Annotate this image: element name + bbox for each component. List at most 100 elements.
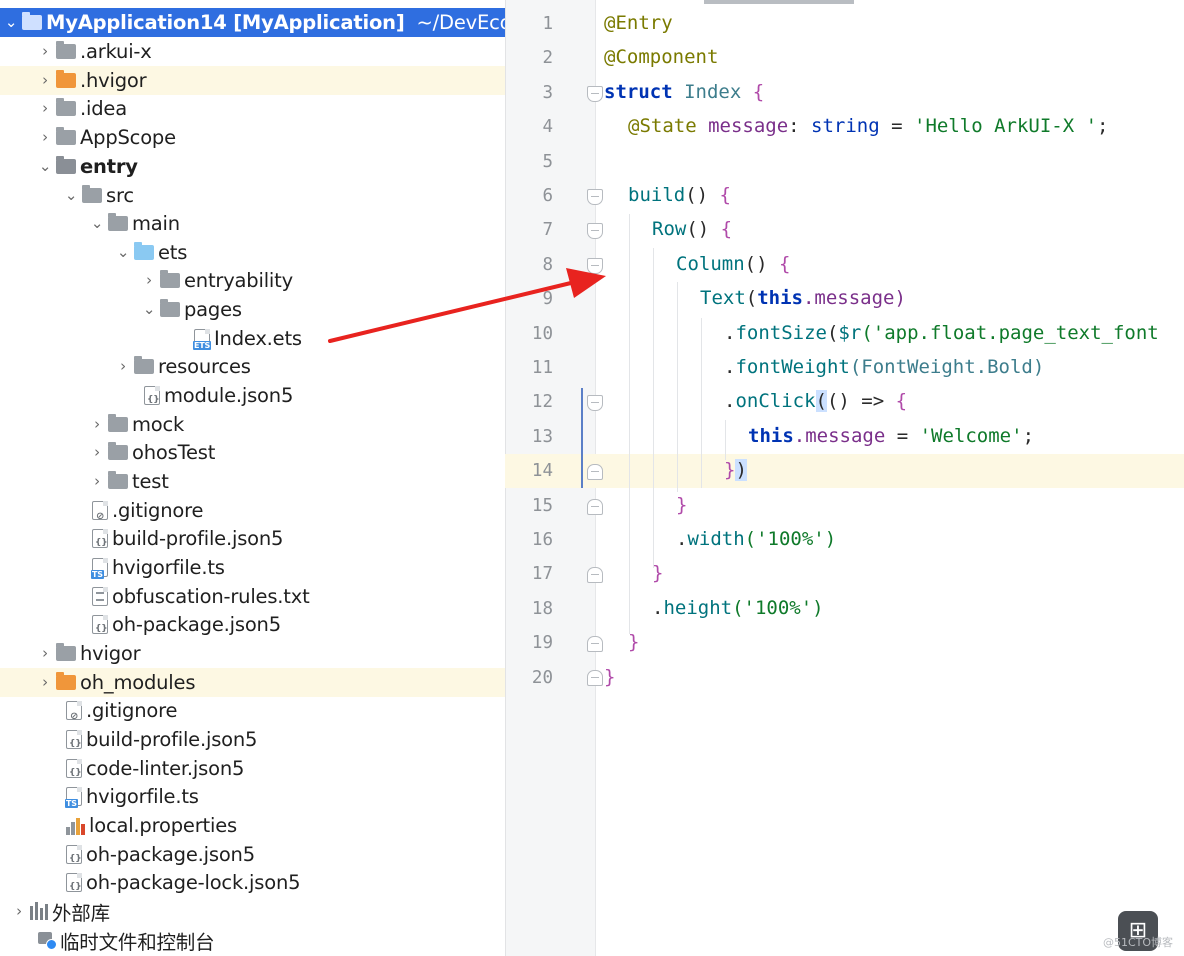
tree-item-entry[interactable]: ⌄ entry (0, 152, 505, 181)
grid-icon: ⊞ (1128, 918, 1148, 943)
chevron-right-icon[interactable]: › (42, 673, 48, 692)
json-file-icon: {} (92, 614, 108, 634)
fold-end-icon[interactable] (587, 464, 603, 480)
library-icon (30, 902, 48, 921)
tree-item-arkui-x[interactable]: › .arkui-x (0, 37, 505, 66)
code-editor[interactable]: 1 2 3 4 5 6 7 8 9 10 11 12 13 14 15 16 1… (505, 0, 1184, 956)
tree-item-hvigor-hidden[interactable]: › .hvigor (0, 66, 505, 95)
fold-start-icon[interactable] (587, 395, 603, 411)
chevron-right-icon[interactable]: › (42, 644, 48, 663)
line-number: 5 (542, 152, 553, 172)
tree-item-main[interactable]: ⌄ main (0, 209, 505, 238)
line-number: 13 (531, 427, 553, 447)
code-line-13: this.message = 'Welcome'; (748, 425, 1035, 447)
fold-start-icon[interactable] (587, 189, 603, 205)
chevron-right-icon[interactable]: › (42, 71, 48, 90)
chevron-right-icon[interactable]: › (146, 271, 152, 290)
tree-item-entry-oh-package[interactable]: {} oh-package.json5 (0, 610, 505, 639)
fold-end-icon[interactable] (587, 567, 603, 583)
folder-icon (56, 97, 76, 116)
chevron-right-icon[interactable]: › (120, 357, 126, 376)
tree-item-test[interactable]: › test (0, 467, 505, 496)
tree-item-entryability[interactable]: › entryability (0, 266, 505, 295)
ts-file-icon: TS (91, 557, 108, 579)
fold-end-icon[interactable] (587, 670, 603, 686)
chevron-right-icon[interactable]: › (16, 902, 22, 921)
tree-item-oh-modules[interactable]: › oh_modules (0, 668, 505, 697)
tree-item-code-linter[interactable]: {} code-linter.json5 (0, 754, 505, 783)
folder-icon (160, 298, 180, 317)
line-number: 11 (531, 358, 553, 378)
tree-item-module-json5[interactable]: {} module.json5 (0, 381, 505, 410)
text-file-icon (92, 586, 108, 606)
code-line-18: .height('100%') (652, 597, 824, 619)
ets-file-icon: ETS (193, 328, 212, 350)
code-line-20: } (604, 666, 616, 688)
tree-item-local-properties[interactable]: local.properties (0, 811, 505, 840)
chevron-right-icon[interactable]: › (94, 415, 100, 434)
chevron-right-icon[interactable]: › (94, 472, 100, 491)
indent-guide (725, 420, 726, 460)
tree-item-entry-hvigorfile[interactable]: TS hvigorfile.ts (91, 555, 225, 579)
tree-item-entry-gitignore[interactable]: ⊘ .gitignore (0, 496, 505, 525)
tree-item-scratches[interactable]: 临时文件和控制台 (0, 926, 505, 955)
line-number: 7 (542, 220, 553, 240)
tree-item-mock[interactable]: › mock (0, 410, 505, 439)
tree-item-hvigor[interactable]: › hvigor (0, 639, 505, 668)
tree-item-entry-build-profile[interactable]: {} build-profile.json5 (0, 524, 505, 553)
chevron-down-icon[interactable]: ⌄ (142, 300, 156, 319)
project-tree: ⌄ MyApplication14 [MyApplication] ~/DevE… (0, 0, 505, 956)
ts-file-icon: TS (65, 786, 82, 808)
tree-item-obfuscation-rules[interactable]: obfuscation-rules.txt (0, 582, 505, 611)
tree-item-hvigorfile[interactable]: TS hvigorfile.ts (65, 784, 199, 808)
tree-item-external-libraries[interactable]: › 外部库 (0, 897, 505, 926)
line-number: 2 (542, 48, 553, 68)
line-number: 15 (531, 496, 553, 516)
chevron-down-icon[interactable]: ⌄ (90, 214, 104, 233)
tree-item-build-profile[interactable]: {} build-profile.json5 (0, 725, 505, 754)
tree-item-oh-package[interactable]: {} oh-package.json5 (0, 840, 505, 869)
code-line-15: } (676, 494, 688, 516)
fold-start-icon[interactable] (587, 223, 603, 239)
folder-icon (108, 470, 128, 489)
chevron-right-icon[interactable]: › (94, 443, 100, 462)
folder-icon (160, 269, 180, 288)
tree-item-gitignore[interactable]: ⊘ .gitignore (0, 696, 505, 725)
tree-root[interactable]: ⌄ MyApplication14 [MyApplication] ~/DevE… (0, 8, 505, 37)
fold-end-icon[interactable] (587, 499, 603, 515)
root-name: MyApplication14 [MyApplication] (46, 10, 405, 34)
chevron-right-icon[interactable]: › (42, 42, 48, 61)
code-line-6: build() { (628, 184, 731, 206)
scratches-icon (38, 932, 57, 951)
folder-icon (134, 355, 154, 374)
chevron-down-icon[interactable]: ⌄ (64, 186, 78, 205)
vcs-change-marker[interactable] (581, 388, 583, 488)
tree-item-pages[interactable]: ⌄ pages (0, 295, 505, 324)
fold-end-icon[interactable] (587, 636, 603, 652)
code-line-11: .fontWeight(FontWeight.Bold) (724, 356, 1045, 378)
json-file-icon: {} (66, 729, 82, 749)
tree-item-idea[interactable]: › .idea (0, 94, 505, 123)
tree-item-ets[interactable]: ⌄ ets (0, 238, 505, 267)
chevron-down-icon[interactable]: ⌄ (4, 13, 18, 32)
source-folder-icon (134, 241, 154, 260)
chevron-right-icon[interactable]: › (42, 128, 48, 147)
chevron-right-icon[interactable]: › (42, 99, 48, 118)
root-path: ~/DevEco (416, 10, 505, 34)
code-line-3: struct Index { (604, 81, 765, 103)
chevron-down-icon[interactable]: ⌄ (38, 157, 52, 176)
folder-icon (108, 212, 128, 231)
fold-start-icon[interactable] (587, 86, 603, 102)
fold-start-icon[interactable] (587, 258, 603, 274)
tree-item-resources[interactable]: › resources (0, 352, 505, 381)
tree-item-appscope[interactable]: › AppScope (0, 123, 505, 152)
chevron-down-icon[interactable]: ⌄ (116, 243, 130, 262)
indent-guide (677, 282, 678, 492)
tree-item-src[interactable]: ⌄ src (0, 181, 505, 210)
line-number: 10 (531, 324, 553, 344)
tree-item-oh-package-lock[interactable]: {} oh-package-lock.json5 (0, 868, 505, 897)
line-number: 18 (531, 599, 553, 619)
tree-item-ohostest[interactable]: › ohosTest (0, 438, 505, 467)
tree-item-index-ets[interactable]: ETS Index.ets (193, 326, 302, 350)
grid-menu-button[interactable]: ⊞ (1118, 911, 1158, 951)
